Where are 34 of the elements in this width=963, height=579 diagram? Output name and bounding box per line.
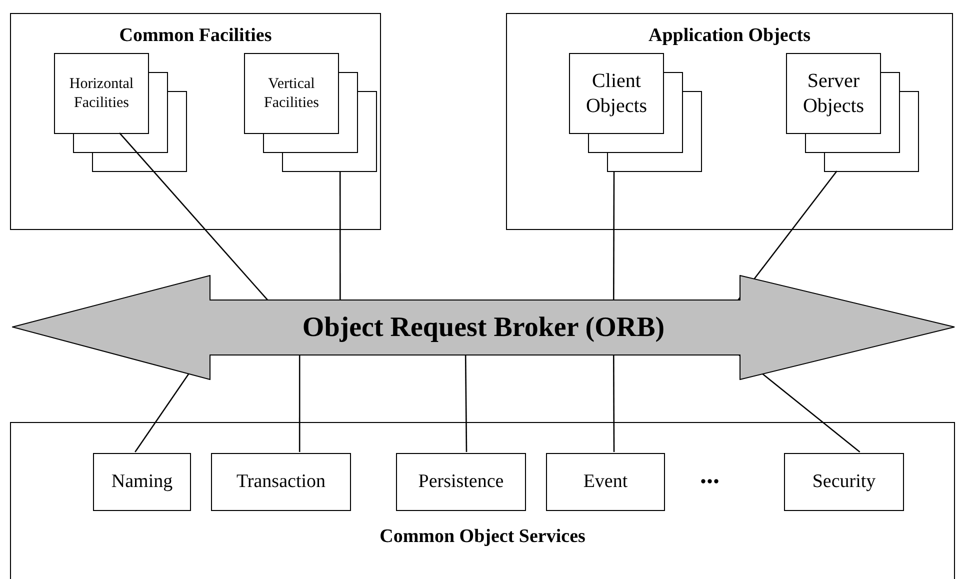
connector-line: [612, 171, 615, 300]
group-panel: [10, 13, 381, 230]
box-label: Server Objects: [802, 68, 866, 118]
arrow-label: Object Request Broker (ORB): [302, 310, 665, 344]
stacked-boxes: [244, 53, 377, 172]
panel-heading: Application Objects: [647, 24, 812, 48]
group-panel: [506, 13, 953, 230]
panel-heading: Common Facilities: [118, 24, 273, 48]
box-label: Security: [812, 470, 876, 494]
connector-line: [612, 355, 615, 452]
connector-line: [339, 171, 341, 300]
stacked-boxes: [54, 53, 187, 172]
connector-line: [464, 355, 468, 452]
service-box: [93, 453, 191, 511]
connector-line: [298, 355, 300, 452]
box-label: Vertical Facilities: [263, 74, 320, 112]
box-label: Transaction: [236, 470, 326, 494]
box-label: Persistence: [418, 470, 504, 494]
panel-heading: Common Object Services: [378, 524, 586, 548]
service-box: [396, 453, 526, 511]
ellipsis-label: ...: [700, 462, 720, 488]
box-label: Horizontal Facilities: [68, 74, 135, 112]
box-label: Event: [583, 470, 628, 494]
group-panel: [10, 422, 955, 579]
service-box: [784, 453, 904, 511]
stacked-boxes: [569, 53, 702, 172]
service-box: [211, 453, 351, 511]
box-label: Client Objects: [584, 68, 648, 118]
stacked-boxes: [786, 53, 919, 172]
connector-line: [119, 132, 268, 300]
service-box: [546, 453, 665, 511]
double-arrow: [12, 275, 955, 380]
box-label: Naming: [111, 470, 173, 494]
connector-line: [134, 371, 191, 452]
